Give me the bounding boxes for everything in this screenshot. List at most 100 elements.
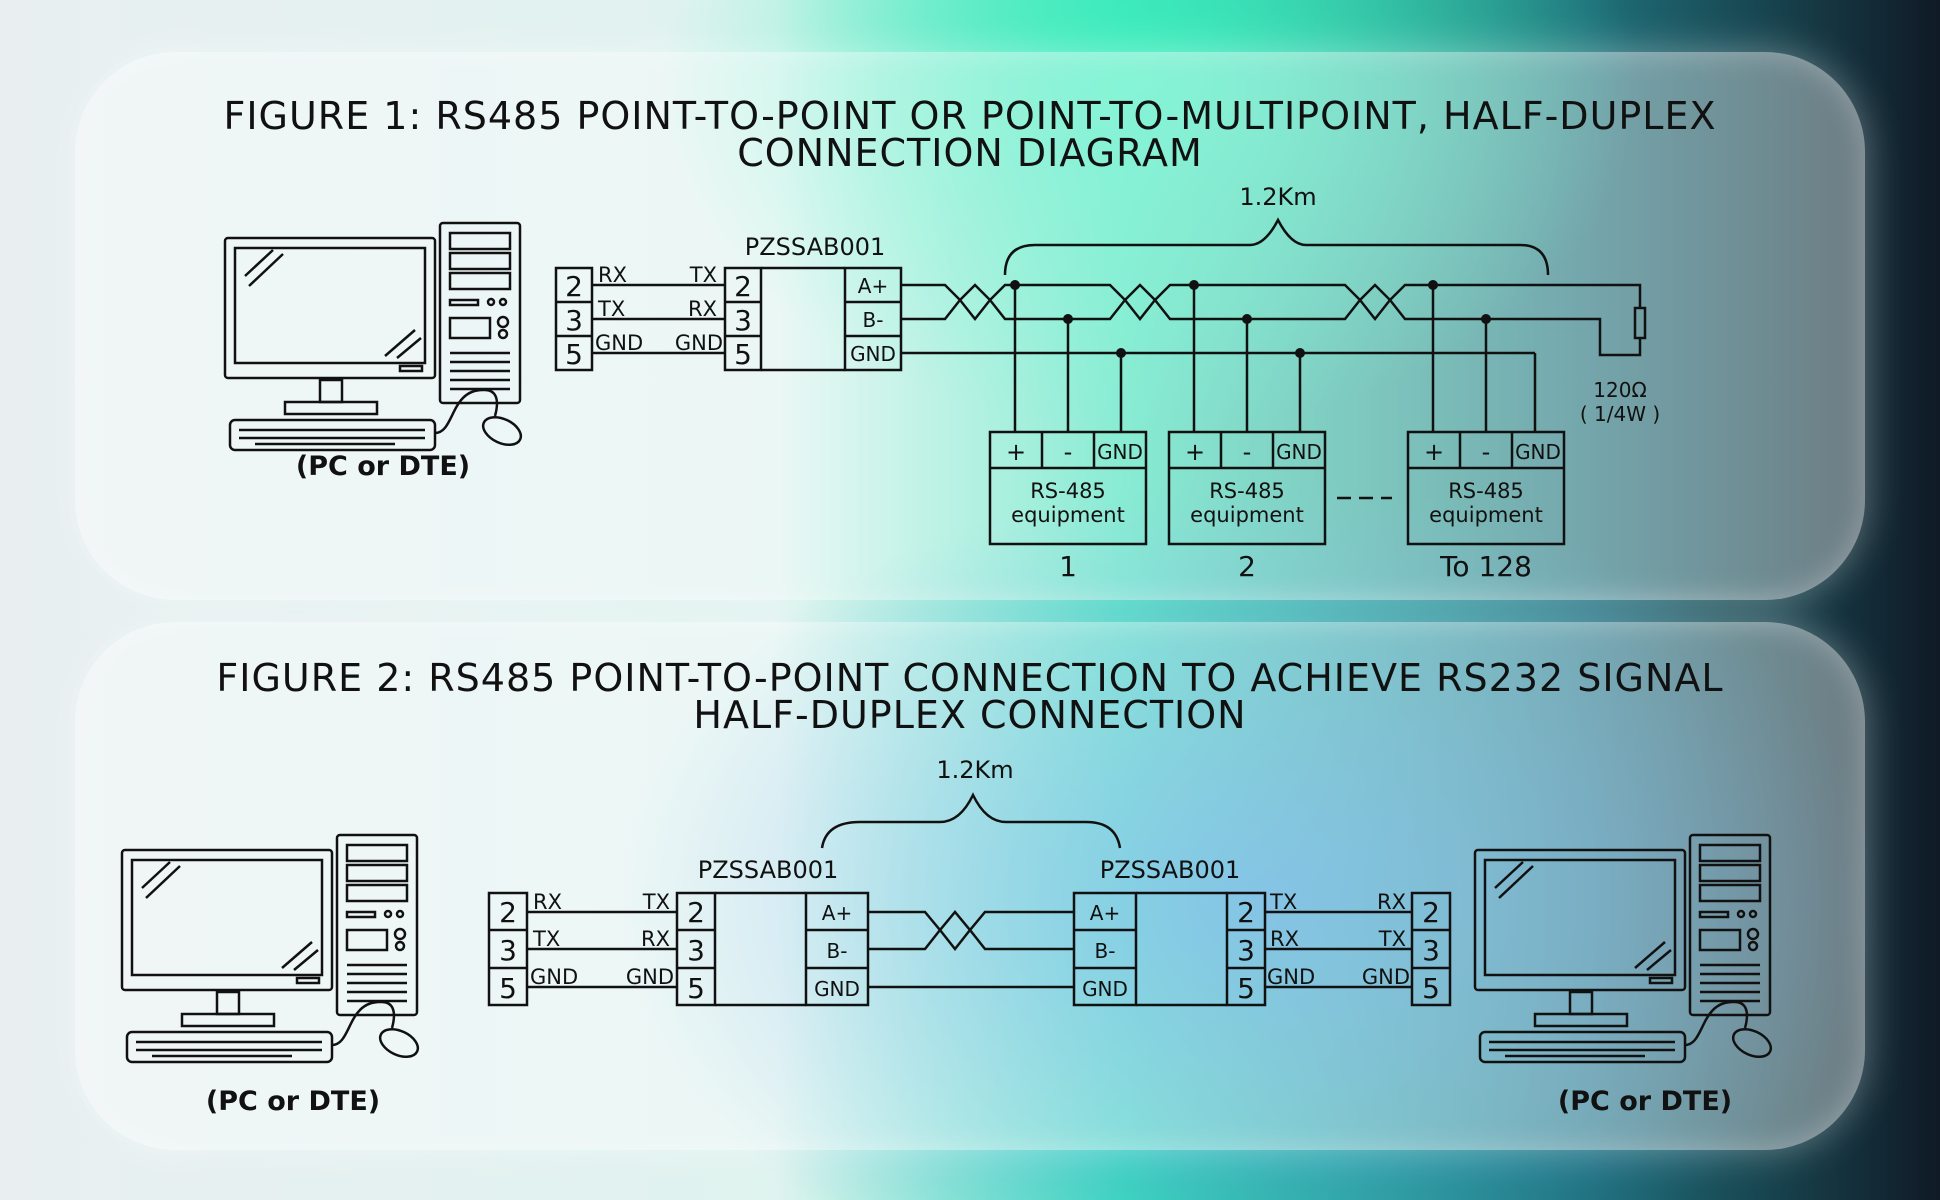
equipment-line1: RS-485	[1030, 479, 1106, 503]
terminal-label: GND	[1276, 440, 1322, 464]
db9-connector-right: 2 3 5	[1410, 891, 1452, 1007]
converter-pins: 2 3 5	[723, 266, 763, 372]
terminal-label: GND	[1097, 440, 1143, 464]
pc-label-left: (PC or DTE)	[206, 1086, 380, 1117]
terminal-label: +	[1424, 438, 1444, 466]
rs485-equipment-1: + - GND RS-485 equipment 1	[988, 430, 1148, 583]
terminal-label: GND	[814, 977, 860, 1001]
resistor-value: 120Ω	[1593, 378, 1646, 402]
equipment-index: To 128	[1439, 550, 1532, 583]
bus-terminal-block-left: A+ B- GND	[804, 891, 870, 1007]
figure-2: FIGURE 2: RS485 POINT-TO-POINT CONNECTIO…	[120, 656, 1777, 1117]
computer-icon	[1473, 833, 1777, 1064]
terminal-label: A+	[858, 274, 888, 298]
signal-label: RX	[1377, 890, 1406, 914]
terminal-label: -	[1243, 438, 1252, 466]
equipment-line2: equipment	[1190, 503, 1304, 527]
pin-label: 2	[565, 270, 583, 303]
pc-label-right: (PC or DTE)	[1558, 1086, 1732, 1117]
pin-label: 3	[687, 934, 705, 967]
computer-icon	[120, 833, 424, 1064]
pin-label: 5	[687, 972, 705, 1005]
terminal-label: -	[1482, 438, 1491, 466]
pin-label: 3	[1237, 934, 1255, 967]
terminal-label: B-	[1095, 939, 1116, 963]
signal-label: RX	[533, 890, 562, 914]
equipment-line2: equipment	[1011, 503, 1125, 527]
terminal-label: A+	[1090, 901, 1120, 925]
figure-1-panel	[75, 52, 1865, 600]
pin-label: 3	[499, 934, 517, 967]
signal-label: TX	[532, 927, 560, 951]
signal-label: RX	[688, 297, 717, 321]
pin-label: 5	[1237, 972, 1255, 1005]
pin-label: 2	[1237, 896, 1255, 929]
pin-label: 5	[499, 972, 517, 1005]
signal-label: TX	[1269, 890, 1297, 914]
distance-brace	[820, 792, 1122, 849]
terminal-label: B-	[863, 308, 884, 332]
signal-label: GND	[626, 965, 674, 989]
pc-label: (PC or DTE)	[296, 451, 470, 482]
pin-label: 5	[1422, 972, 1440, 1005]
signal-label: GND	[1362, 965, 1410, 989]
pin-label: 2	[687, 896, 705, 929]
bus-terminal-block-right: A+ B- GND	[1072, 891, 1138, 1007]
pin-label: 5	[734, 338, 752, 371]
rs485-link	[868, 910, 1074, 989]
signal-label: RX	[641, 927, 670, 951]
signal-label: GND	[1267, 965, 1315, 989]
resistor-rating: ( 1/4W )	[1580, 402, 1660, 426]
terminal-label: GND	[850, 342, 896, 366]
figure-2-title-line1: FIGURE 2: RS485 POINT-TO-POINT CONNECTIO…	[216, 656, 1723, 700]
bus-terminal-block: A+ B- GND	[843, 266, 903, 372]
signal-label: RX	[1270, 927, 1299, 951]
converter-pins-right: 2 3 5	[1225, 891, 1267, 1007]
converter-label-left: PZSSAB001	[698, 856, 839, 884]
terminal-label: +	[1006, 438, 1026, 466]
terminal-label: +	[1185, 438, 1205, 466]
signal-label: GND	[530, 965, 578, 989]
pin-label: 2	[734, 270, 752, 303]
signal-label: RX	[598, 263, 627, 287]
pin-label: 2	[499, 896, 517, 929]
distance-label: 1.2Km	[936, 756, 1013, 784]
signal-label: TX	[642, 890, 670, 914]
equipment-index: 1	[1059, 550, 1077, 583]
pin-label: 3	[565, 304, 583, 337]
terminal-label: B-	[827, 939, 848, 963]
pin-label: 3	[734, 304, 752, 337]
signal-label: TX	[689, 263, 717, 287]
converter-pins-left: 2 3 5	[675, 891, 717, 1007]
figure-2-title-line2: HALF-DUPLEX CONNECTION	[693, 693, 1246, 737]
signal-label: TX	[1378, 927, 1406, 951]
drop-lines	[1010, 280, 1537, 432]
signal-label: GND	[675, 331, 723, 355]
equipment-line1: RS-485	[1209, 479, 1285, 503]
rs485-equipment-2: + - GND RS-485 equipment 2	[1167, 430, 1327, 583]
computer-icon	[223, 221, 527, 452]
pin-label: 3	[1422, 934, 1440, 967]
pin-label: 2	[1422, 896, 1440, 929]
pin-label: 5	[565, 338, 583, 371]
terminal-label: -	[1064, 438, 1073, 466]
signal-label: GND	[595, 331, 643, 355]
terminal-label: GND	[1082, 977, 1128, 1001]
figure-1-title-line2: CONNECTION DIAGRAM	[737, 131, 1203, 175]
rs485-bus	[901, 283, 1647, 357]
db9-connector-left: 2 3 5	[487, 891, 529, 1007]
signal-label: TX	[597, 297, 625, 321]
converter-label-right: PZSSAB001	[1100, 856, 1241, 884]
terminal-label: A+	[822, 901, 852, 925]
figure-1-title-line1: FIGURE 1: RS485 POINT-TO-POINT OR POINT-…	[223, 94, 1716, 138]
terminal-label: GND	[1515, 440, 1561, 464]
converter-label: PZSSAB001	[745, 233, 886, 261]
db9-connector-left: 2 3 5	[554, 266, 594, 372]
rs485-equipment-128: + - GND RS-485 equipment To 128	[1406, 430, 1566, 583]
distance-label: 1.2Km	[1239, 183, 1316, 211]
figure-1: FIGURE 1: RS485 POINT-TO-POINT OR POINT-…	[223, 94, 1716, 583]
equipment-index: 2	[1238, 550, 1256, 583]
equipment-line1: RS-485	[1448, 479, 1524, 503]
equipment-line2: equipment	[1429, 503, 1543, 527]
